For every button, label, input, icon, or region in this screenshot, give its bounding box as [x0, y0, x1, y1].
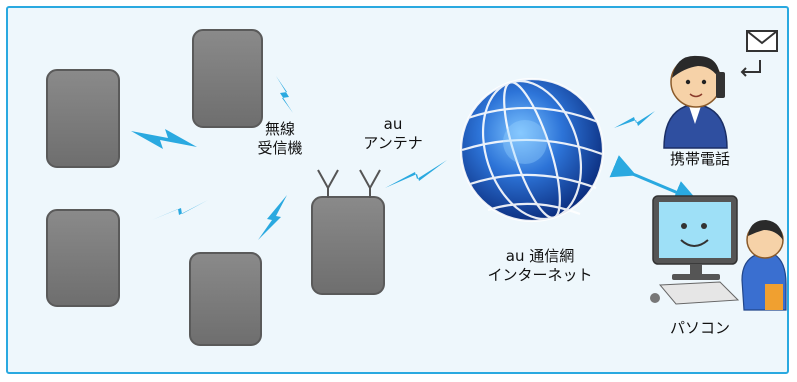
antenna-label-line2: アンテナ [363, 134, 423, 152]
pc-user-icon [650, 195, 787, 311]
transmitter-device [192, 29, 263, 128]
pc-label: パソコン [669, 319, 730, 337]
network-label: au 通信網 インターネット [470, 247, 610, 285]
signal-bolt-icon [276, 76, 293, 113]
network-label-line1: au 通信網 [505, 247, 575, 265]
antenna-label-line1: au [383, 115, 403, 133]
phone-user-icon [663, 55, 728, 149]
transmitter-device [189, 252, 262, 346]
receiver-label: 無線 受信機 [240, 120, 320, 158]
antenna-label: au アンテナ [353, 115, 433, 153]
transmitter-devices [46, 29, 263, 346]
phone-label: 携帯電話 [669, 150, 730, 168]
signal-bolt-icon [131, 129, 197, 149]
transmitter-device [46, 69, 120, 168]
globe-icon [459, 77, 605, 223]
receiver-label-line2: 受信機 [257, 139, 303, 157]
antenna-icon [317, 169, 381, 198]
signal-bolt-icon [385, 160, 447, 188]
bidirectional-arrow-icon [609, 155, 699, 204]
signal-bolt-icon [258, 195, 287, 240]
signal-bolt-icon [152, 200, 208, 220]
transmitter-device [46, 209, 120, 307]
mail-icon [740, 30, 778, 77]
signal-bolts [131, 76, 655, 240]
receiver-unit [311, 169, 385, 295]
receiver-label-line1: 無線 [264, 120, 295, 138]
signal-bolt-icon [614, 111, 655, 128]
network-label-line2: インターネット [487, 266, 593, 284]
